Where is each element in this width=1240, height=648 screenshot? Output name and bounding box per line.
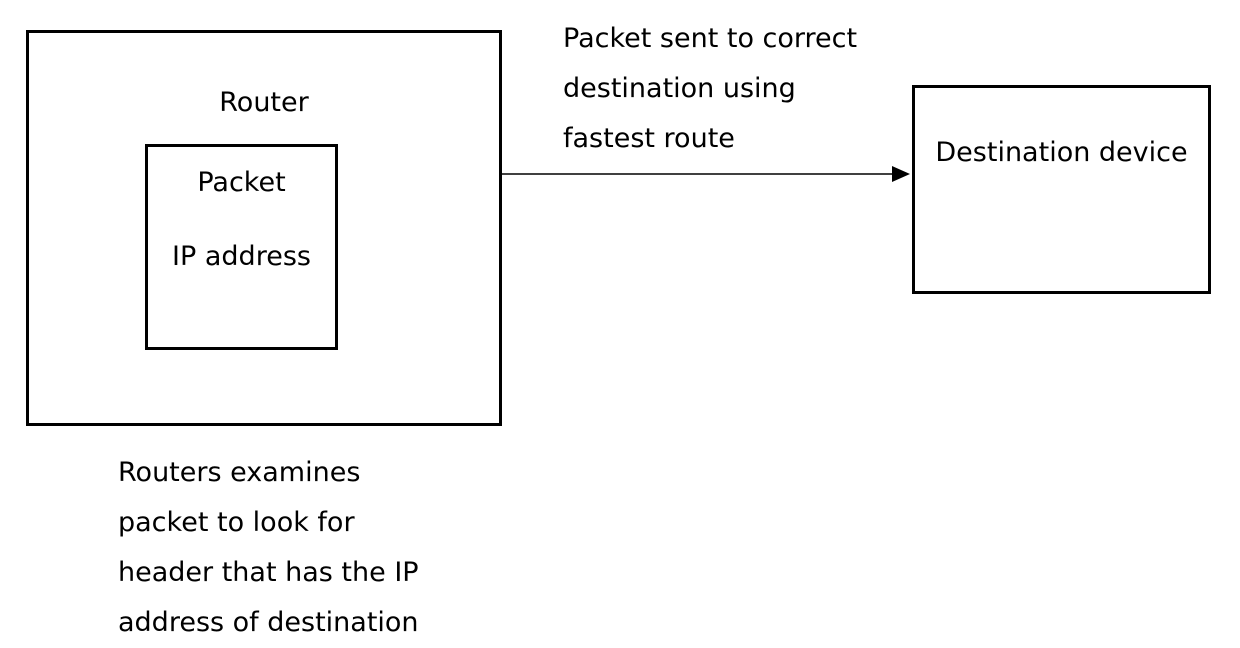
- router-note: Routers examines packet to look for head…: [118, 457, 419, 638]
- router-label: Router: [219, 87, 309, 118]
- ip-address-label: IP address: [172, 241, 311, 272]
- destination-device-label: Destination device: [935, 137, 1188, 168]
- arrowhead-icon: [892, 166, 910, 182]
- destination-device-box: [912, 85, 1211, 294]
- packet-box: [145, 144, 338, 350]
- arrow-label: Packet sent to correct destination using…: [563, 23, 858, 154]
- packet-label: Packet: [197, 167, 286, 198]
